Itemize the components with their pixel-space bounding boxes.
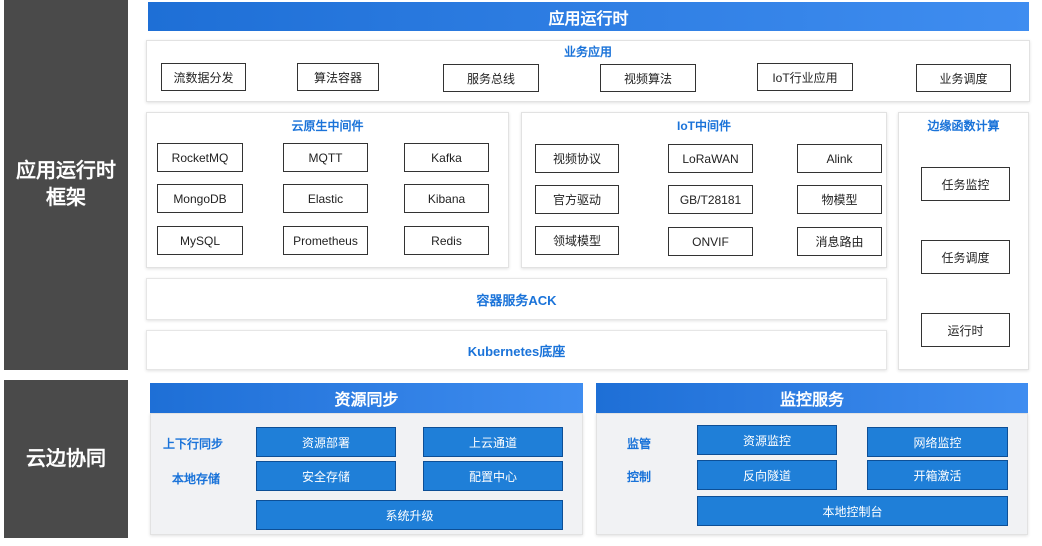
container-service-label: 容器服务ACK [476,292,557,308]
middleware-mysql: MySQL [157,226,243,255]
edge-task-scheduling: 任务调度 [921,240,1010,274]
middleware-redis: Redis [404,226,489,255]
monitoring-title: 监控服务 [779,392,844,409]
iot-thing-model: 物模型 [797,185,882,214]
iot-message-routing: 消息路由 [797,227,882,256]
resource-sync-title: 资源同步 [334,392,399,409]
kubernetes-bar: Kubernetes底座 [146,330,887,370]
resource-deploy-box: 资源部署 [256,427,396,457]
reverse-tunnel-box: 反向隧道 [697,460,837,490]
business-apps-title: 业务应用 [563,44,612,59]
sidebar-runtime-framework-line1: 应用运行时 [16,160,116,182]
cloud-channel-box: 上云通道 [423,427,563,457]
cloud-native-title: 云原生中间件 [291,118,364,133]
business-app-scheduling: 业务调度 [916,64,1011,92]
edge-compute-title: 边缘函数计算 [927,118,1000,133]
business-app-stream-distribution: 流数据分发 [161,63,246,91]
out-of-box-activation-box: 开箱激活 [867,460,1008,490]
edge-task-monitor: 任务监控 [921,167,1010,201]
monitoring-label-supervise: 监管 [627,437,652,451]
resource-sync-label-local-storage: 本地存储 [172,472,221,486]
system-upgrade-box: 系统升级 [256,500,563,530]
runtime-header: 应用运行时 [148,2,1029,31]
middleware-mqtt: MQTT [283,143,368,172]
network-monitor-box: 网络监控 [867,427,1008,457]
business-app-video-algorithm: 视频算法 [600,64,696,92]
monitoring-label-control: 控制 [627,470,652,484]
monitoring-header: 监控服务 [596,383,1028,413]
resource-sync-label-updown: 上下行同步 [163,437,224,451]
sidebar-runtime-framework-line2: 框架 [46,187,86,209]
resource-sync-header: 资源同步 [150,383,583,413]
middleware-rocketmq: RocketMQ [157,143,243,172]
local-console-box: 本地控制台 [697,496,1008,526]
config-center-box: 配置中心 [423,461,563,491]
middleware-kafka: Kafka [404,143,489,172]
edge-runtime: 运行时 [921,313,1010,347]
kubernetes-label: Kubernetes底座 [467,343,566,359]
iot-alink: Alink [797,144,882,173]
sidebar-cloud-edge: 云边协同 [4,380,128,538]
iot-lorawan: LoRaWAN [668,144,753,173]
secure-storage-box: 安全存储 [256,461,396,491]
middleware-mongodb: MongoDB [157,184,243,213]
sidebar-cloud-edge-label: 云边协同 [26,447,106,470]
runtime-header-title: 应用运行时 [548,10,629,28]
resource-monitor-box: 资源监控 [697,425,837,455]
business-app-algorithm-container: 算法容器 [297,63,379,91]
iot-domain-model: 领域模型 [535,226,619,255]
business-app-iot-industry: IoT行业应用 [757,63,853,91]
middleware-prometheus: Prometheus [283,226,368,255]
iot-onvif: ONVIF [668,227,753,256]
sidebar-runtime-framework: 应用运行时 框架 [4,0,128,370]
middleware-elastic: Elastic [283,184,368,213]
iot-video-protocol: 视频协议 [535,144,619,173]
iot-gbt28181: GB/T28181 [668,185,753,214]
iot-title: IoT中间件 [677,118,731,133]
iot-official-driver: 官方驱动 [535,185,619,214]
business-app-service-bus: 服务总线 [443,64,539,92]
container-service-bar: 容器服务ACK [146,278,887,320]
middleware-kibana: Kibana [404,184,489,213]
business-apps-panel [146,40,1030,102]
